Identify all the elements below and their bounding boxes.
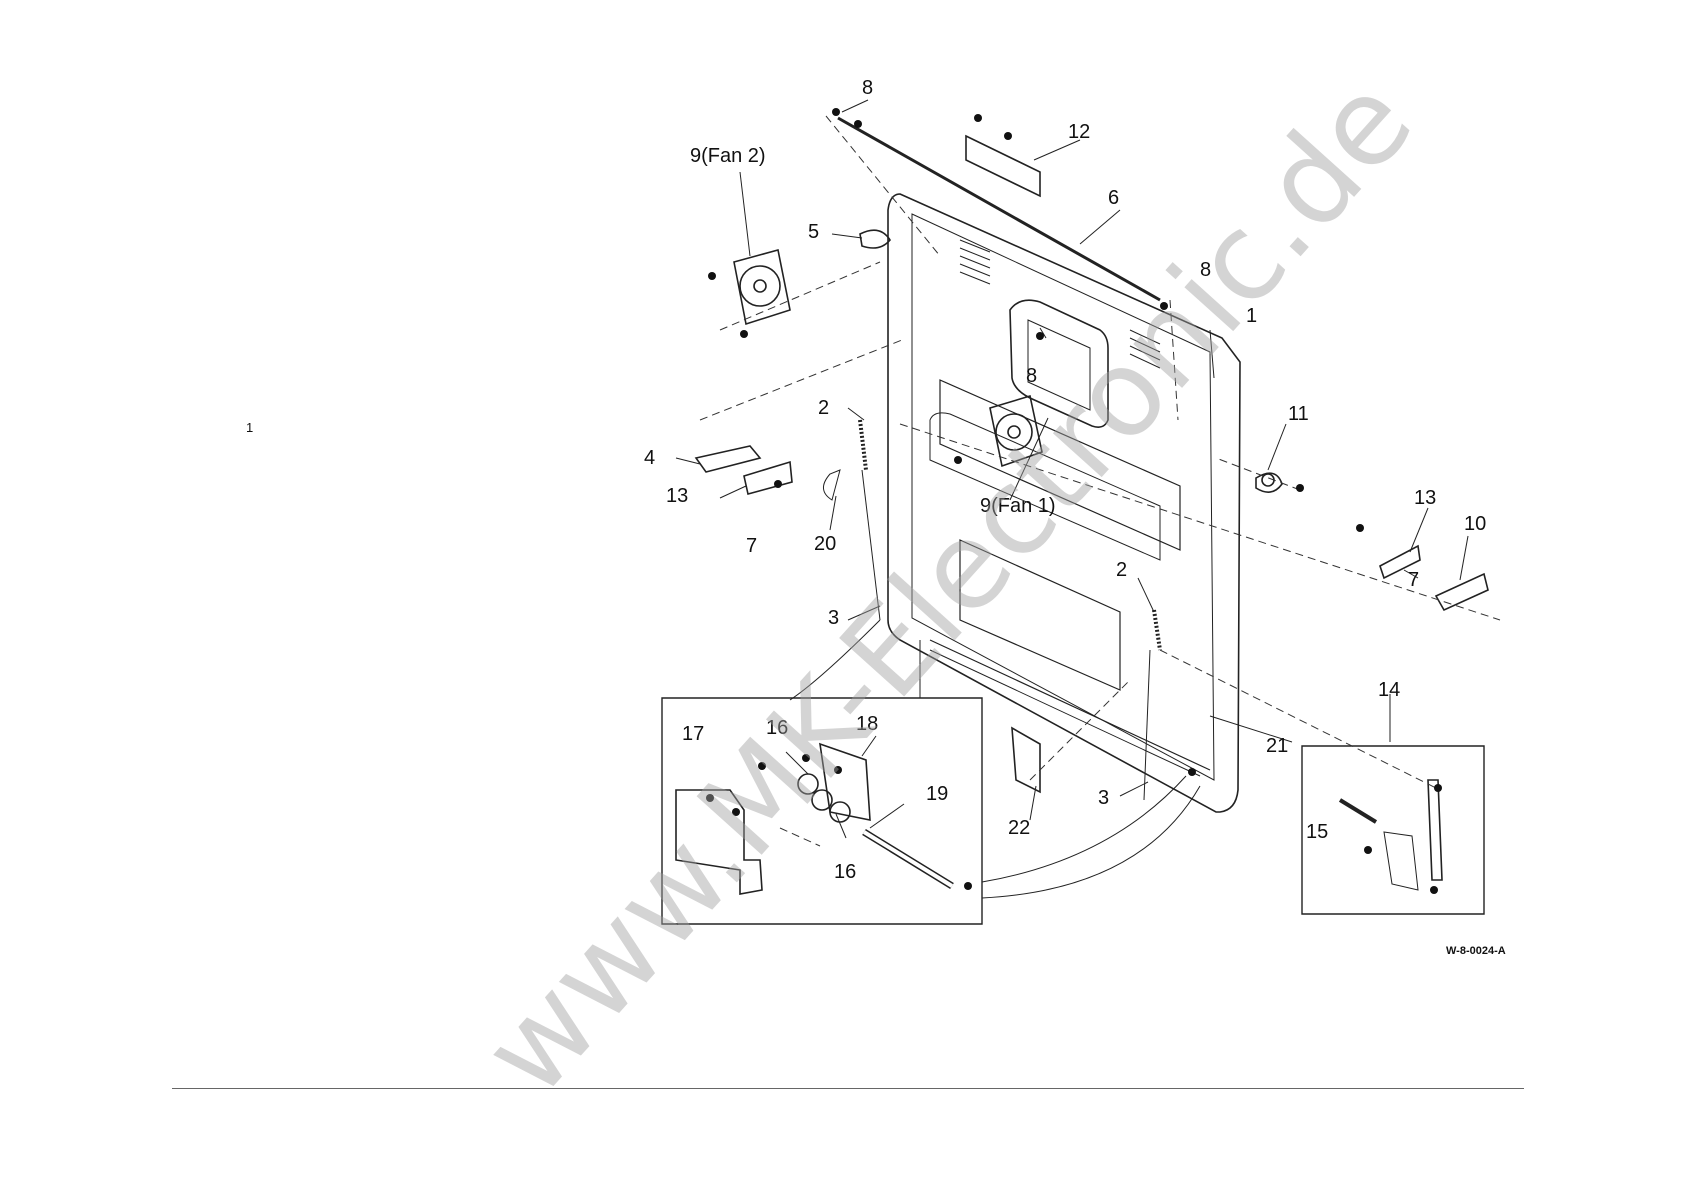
fan-1 [990,396,1042,466]
callout-9-fan-1: 9(Fan 1) [980,495,1056,517]
callout-20: 20 [814,533,836,555]
callout-13-left: 13 [666,485,688,507]
callout-3-left: 3 [828,607,839,629]
footer-divider [172,1088,1524,1089]
callout-14: 14 [1378,679,1400,701]
callout-13-right: 13 [1414,487,1436,509]
callout-8-right: 8 [1200,259,1211,281]
callout-22: 22 [1008,817,1030,839]
callout-12: 12 [1068,121,1090,143]
shaft [838,118,1160,300]
callout-1: 1 [1246,305,1257,327]
callout-8-top: 8 [862,77,873,99]
bracket-12 [966,136,1040,196]
callout-15: 15 [1306,821,1328,843]
callout-7-left: 7 [746,535,757,557]
callout-10: 10 [1464,513,1486,535]
callout-7-right: 7 [1408,569,1419,591]
callout-19: 19 [926,783,948,805]
callout-2-right: 2 [1116,559,1127,581]
callout-8-center: 8 [1026,365,1037,387]
latch-detail-box [1302,746,1484,914]
drawing-code: W-8-0024-A [1446,945,1506,957]
callout-21: 21 [1266,735,1288,757]
callout-3-right: 3 [1098,787,1109,809]
hinge-detail-box [662,698,982,924]
callout-6: 6 [1108,187,1119,209]
callout-16-top: 16 [766,717,788,739]
door-frame [888,194,1240,812]
callout-9-fan-2: 9(Fan 2) [690,145,766,167]
callout-4: 4 [644,447,655,469]
fan-2 [734,250,790,324]
callout-16-bottom: 16 [834,861,856,883]
callout-18: 18 [856,713,878,735]
callout-2-left: 2 [818,397,829,419]
callout-11: 11 [1288,403,1309,425]
callout-5: 5 [808,221,819,243]
callout-17: 17 [682,723,704,745]
